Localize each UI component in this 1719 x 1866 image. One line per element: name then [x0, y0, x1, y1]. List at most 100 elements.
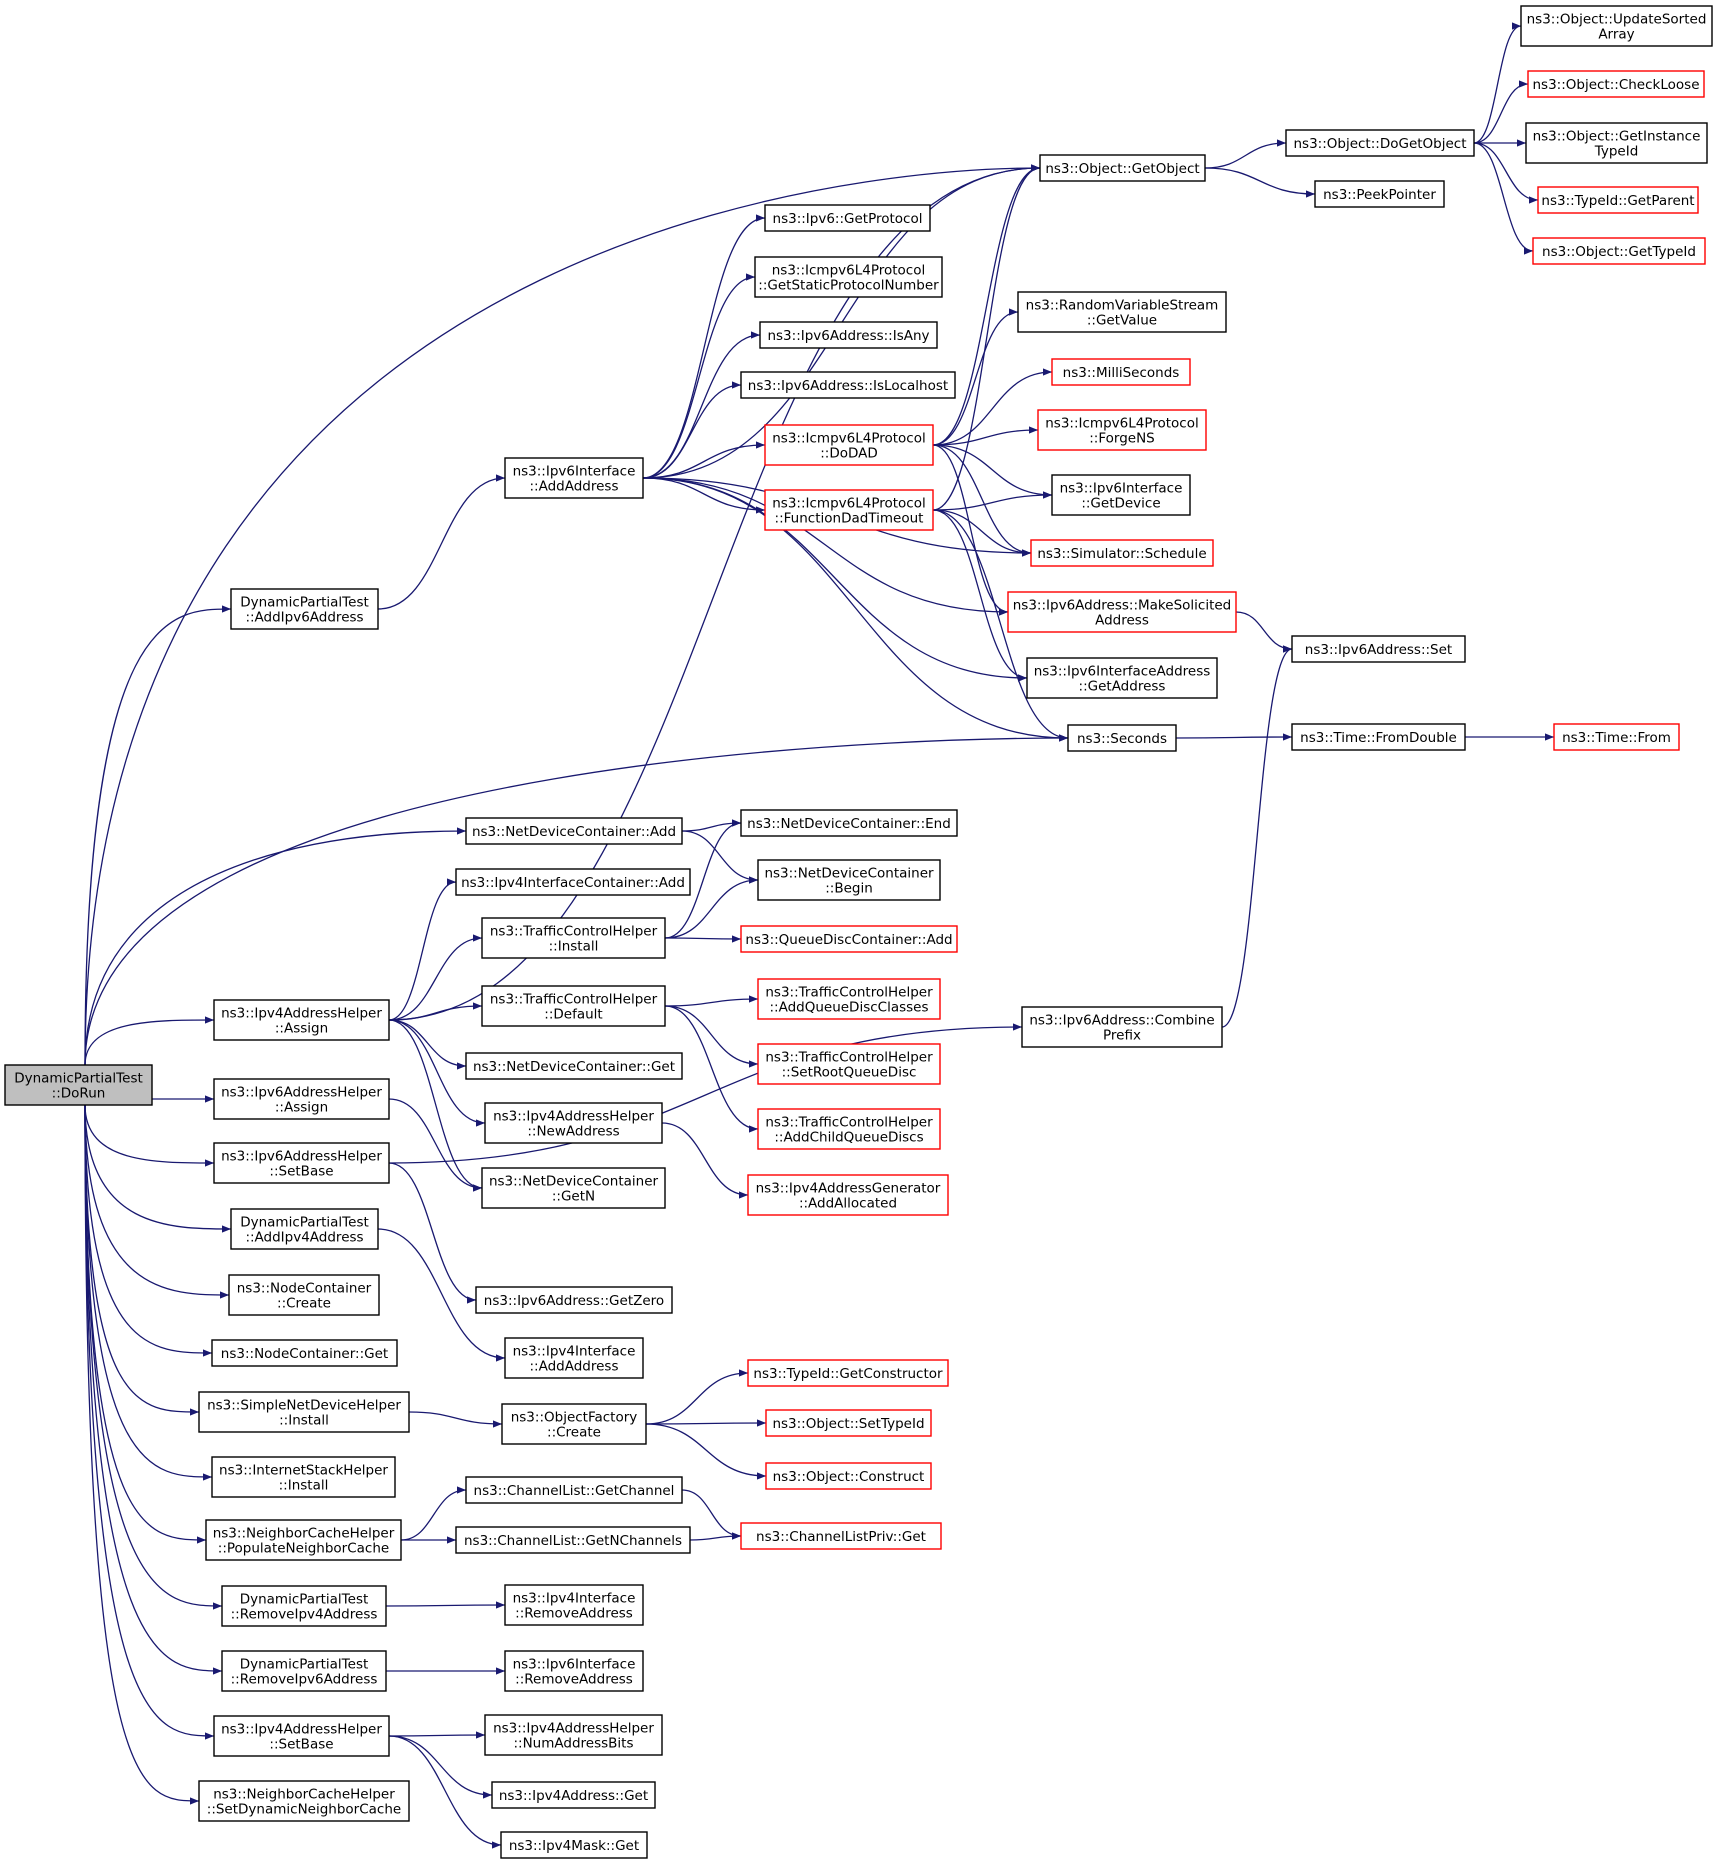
node-ndcget[interactable]: ns3::NetDeviceContainer::Get: [465, 1052, 683, 1080]
node-objconstruct[interactable]: ns3::Object::Construct: [765, 1462, 932, 1490]
node-ipv6isany[interactable]: ns3::Ipv6Address::IsAny: [759, 321, 938, 349]
node-sndhinstall[interactable]: ns3::SimpleNetDeviceHelper::Install: [198, 1391, 410, 1433]
node-box: [757, 978, 941, 1020]
node-ipv4numbits[interactable]: ns3::Ipv4AddressHelper::NumAddressBits: [484, 1714, 663, 1756]
call-edge-icmpfuncdad-to-ipv6ifagetaddr: [932, 509, 1028, 682]
node-box: [1525, 122, 1708, 164]
node-ofcreate[interactable]: ns3::ObjectFactory::Create: [501, 1403, 647, 1445]
node-removeipv6[interactable]: DynamicPartialTest::RemoveIpv6Address: [221, 1650, 387, 1692]
node-ipv6assign[interactable]: ns3::Ipv6AddressHelper::Assign: [213, 1078, 390, 1120]
node-icmpdodad[interactable]: ns3::Icmpv6L4Protocol::DoDAD: [764, 424, 934, 466]
node-ishinstall[interactable]: ns3::InternetStackHelper::Install: [211, 1456, 396, 1498]
node-ipv4maskget[interactable]: ns3::Ipv4Mask::Get: [500, 1831, 648, 1859]
node-ipv6setbase[interactable]: ns3::Ipv6AddressHelper::SetBase: [213, 1142, 390, 1184]
node-objgettypeid[interactable]: ns3::Object::GetTypeId: [1532, 237, 1706, 265]
node-ipv4genalloc[interactable]: ns3::Ipv4AddressGenerator::AddAllocated: [747, 1174, 949, 1216]
node-box: [1030, 539, 1214, 567]
node-timefrom[interactable]: ns3::Time::From: [1553, 723, 1680, 751]
node-typeidgetparent[interactable]: ns3::TypeId::GetParent: [1537, 186, 1699, 214]
node-box: [500, 1831, 648, 1859]
node-label-line: ns3::PeekPointer: [1323, 187, 1436, 203]
node-box: [198, 1780, 410, 1822]
node-tchinstall[interactable]: ns3::TrafficControlHelper::Install: [481, 917, 666, 959]
node-label-line: ns3::TrafficControlHelper: [765, 1050, 933, 1066]
node-addipv6[interactable]: DynamicPartialTest::AddIpv6Address: [230, 588, 379, 630]
node-ipv6ifagetaddr[interactable]: ns3::Ipv6InterfaceAddress::GetAddress: [1026, 657, 1218, 699]
node-ipv4newaddr[interactable]: ns3::Ipv4AddressHelper::NewAddress: [484, 1102, 663, 1144]
node-objcheckloose[interactable]: ns3::Object::CheckLoose: [1527, 70, 1705, 98]
node-icmpforgens[interactable]: ns3::Icmpv6L4Protocol::ForgeNS: [1037, 409, 1207, 451]
node-box: [759, 321, 938, 349]
call-edge-removeipv4-to-ipv4ifremove: [385, 1601, 506, 1609]
node-icmpfuncdad[interactable]: ns3::Icmpv6L4Protocol::FunctionDadTimeou…: [764, 489, 934, 531]
node-peekpointer[interactable]: ns3::PeekPointer: [1314, 180, 1445, 208]
node-setdynamic[interactable]: ns3::NeighborCacheHelper::SetDynamicNeig…: [198, 1780, 410, 1822]
node-objsettypeid[interactable]: ns3::Object::SetTypeId: [765, 1409, 932, 1437]
node-label-line: ns3::Object::SetTypeId: [772, 1416, 924, 1432]
node-addipv4[interactable]: DynamicPartialTest::AddIpv4Address: [230, 1208, 379, 1250]
call-edge-ipv4setbase-to-ipv4numbits: [388, 1731, 486, 1739]
node-label-line: ns3::TrafficControlHelper: [765, 1115, 933, 1131]
node-ipv4ifremove[interactable]: ns3::Ipv4Interface::RemoveAddress: [504, 1584, 644, 1626]
node-millis[interactable]: ns3::MilliSeconds: [1051, 358, 1191, 386]
node-qdcadd[interactable]: ns3::QueueDiscContainer::Add: [740, 925, 958, 953]
node-box: [221, 1585, 387, 1627]
node-objgetobject[interactable]: ns3::Object::GetObject: [1039, 154, 1206, 182]
node-tchdefault[interactable]: ns3::TrafficControlHelper::Default: [481, 985, 666, 1027]
node-populate[interactable]: ns3::NeighborCacheHelper::PopulateNeighb…: [205, 1519, 402, 1561]
call-edge-populate-to-clgetchannel: [400, 1486, 467, 1541]
node-rvsgetvalue[interactable]: ns3::RandomVariableStream::GetValue: [1017, 291, 1227, 333]
node-ipv4setbase[interactable]: ns3::Ipv4AddressHelper::SetBase: [213, 1715, 390, 1757]
node-ipv6getzero[interactable]: ns3::Ipv6Address::GetZero: [475, 1286, 673, 1314]
call-edge-clgetchannel-to-clprivget: [681, 1489, 742, 1540]
call-edge-ipv4assign-to-tchinstall: [388, 934, 483, 1021]
call-edge-ipv6ifaddaddr-to-icmpfuncdad: [642, 477, 766, 514]
call-edge-dorun-to-objgetobject: [84, 164, 1041, 1066]
node-ndcbegin[interactable]: ns3::NetDeviceContainer::Begin: [757, 859, 941, 901]
node-ipv4assign[interactable]: ns3::Ipv4AddressHelper::Assign: [213, 999, 390, 1041]
node-box: [228, 1274, 380, 1316]
node-box: [198, 1391, 410, 1433]
node-objdogetobject[interactable]: ns3::Object::DoGetObject: [1285, 129, 1475, 157]
call-edge-dorun-to-ipv4assign: [84, 1016, 215, 1066]
node-label-line: ::GetN: [552, 1189, 595, 1205]
node-simschedule[interactable]: ns3::Simulator::Schedule: [1030, 539, 1214, 567]
node-ipv6ifremove[interactable]: ns3::Ipv6Interface::RemoveAddress: [504, 1650, 644, 1692]
node-tchsetroot[interactable]: ns3::TrafficControlHelper::SetRootQueueD…: [757, 1043, 941, 1085]
node-ipv4iccadd[interactable]: ns3::Ipv4InterfaceContainer::Add: [455, 868, 691, 896]
node-box: [747, 1174, 949, 1216]
node-ncget[interactable]: ns3::NodeContainer::Get: [211, 1339, 398, 1367]
node-ipv4addrget[interactable]: ns3::Ipv4Address::Get: [491, 1781, 656, 1809]
node-tchaddchild[interactable]: ns3::TrafficControlHelper::AddChildQueue…: [757, 1108, 941, 1150]
node-clgetnchannels[interactable]: ns3::ChannelList::GetNChannels: [455, 1526, 691, 1554]
node-ipv6islocalhost[interactable]: ns3::Ipv6Address::IsLocalhost: [740, 371, 956, 399]
node-ipv4ifaddaddr[interactable]: ns3::Ipv4Interface::AddAddress: [504, 1337, 644, 1379]
node-ipv6set[interactable]: ns3::Ipv6Address::Set: [1291, 635, 1466, 663]
node-clprivget[interactable]: ns3::ChannelListPriv::Get: [740, 1522, 942, 1550]
node-box: [1291, 723, 1466, 751]
node-dorun[interactable]: DynamicPartialTest::DoRun: [4, 1064, 153, 1106]
node-clgetchannel[interactable]: ns3::ChannelList::GetChannel: [465, 1476, 683, 1504]
node-seconds[interactable]: ns3::Seconds: [1067, 724, 1177, 752]
node-ipv6ifaddaddr[interactable]: ns3::Ipv6Interface::AddAddress: [504, 457, 644, 499]
call-edge-tchinstall-to-ndcend: [664, 819, 742, 939]
node-timefromdouble[interactable]: ns3::Time::FromDouble: [1291, 723, 1466, 751]
node-typeidgetctor[interactable]: ns3::TypeId::GetConstructor: [747, 1359, 949, 1387]
node-ndcend[interactable]: ns3::NetDeviceContainer::End: [740, 809, 958, 837]
node-box: [757, 1043, 941, 1085]
node-removeipv4[interactable]: DynamicPartialTest::RemoveIpv4Address: [221, 1585, 387, 1627]
call-edge-ipv6makesol-to-ipv6set: [1235, 611, 1293, 653]
node-nccreate[interactable]: ns3::NodeContainer::Create: [228, 1274, 380, 1316]
node-ipv6ifgetdev[interactable]: ns3::Ipv6Interface::GetDevice: [1051, 474, 1191, 516]
node-icmpgetstatic[interactable]: ns3::Icmpv6L4Protocol::GetStaticProtocol…: [754, 256, 943, 298]
node-ipv6getprotocol[interactable]: ns3::Ipv6::GetProtocol: [764, 204, 931, 232]
node-ndcgetn[interactable]: ns3::NetDeviceContainer::GetN: [481, 1167, 666, 1209]
call-edge-icmpfuncdad-to-seconds: [932, 509, 1069, 742]
node-box: [754, 256, 943, 298]
node-tchaddqdc[interactable]: ns3::TrafficControlHelper::AddQueueDiscC…: [757, 978, 941, 1020]
node-ndcadd[interactable]: ns3::NetDeviceContainer::Add: [465, 817, 683, 845]
